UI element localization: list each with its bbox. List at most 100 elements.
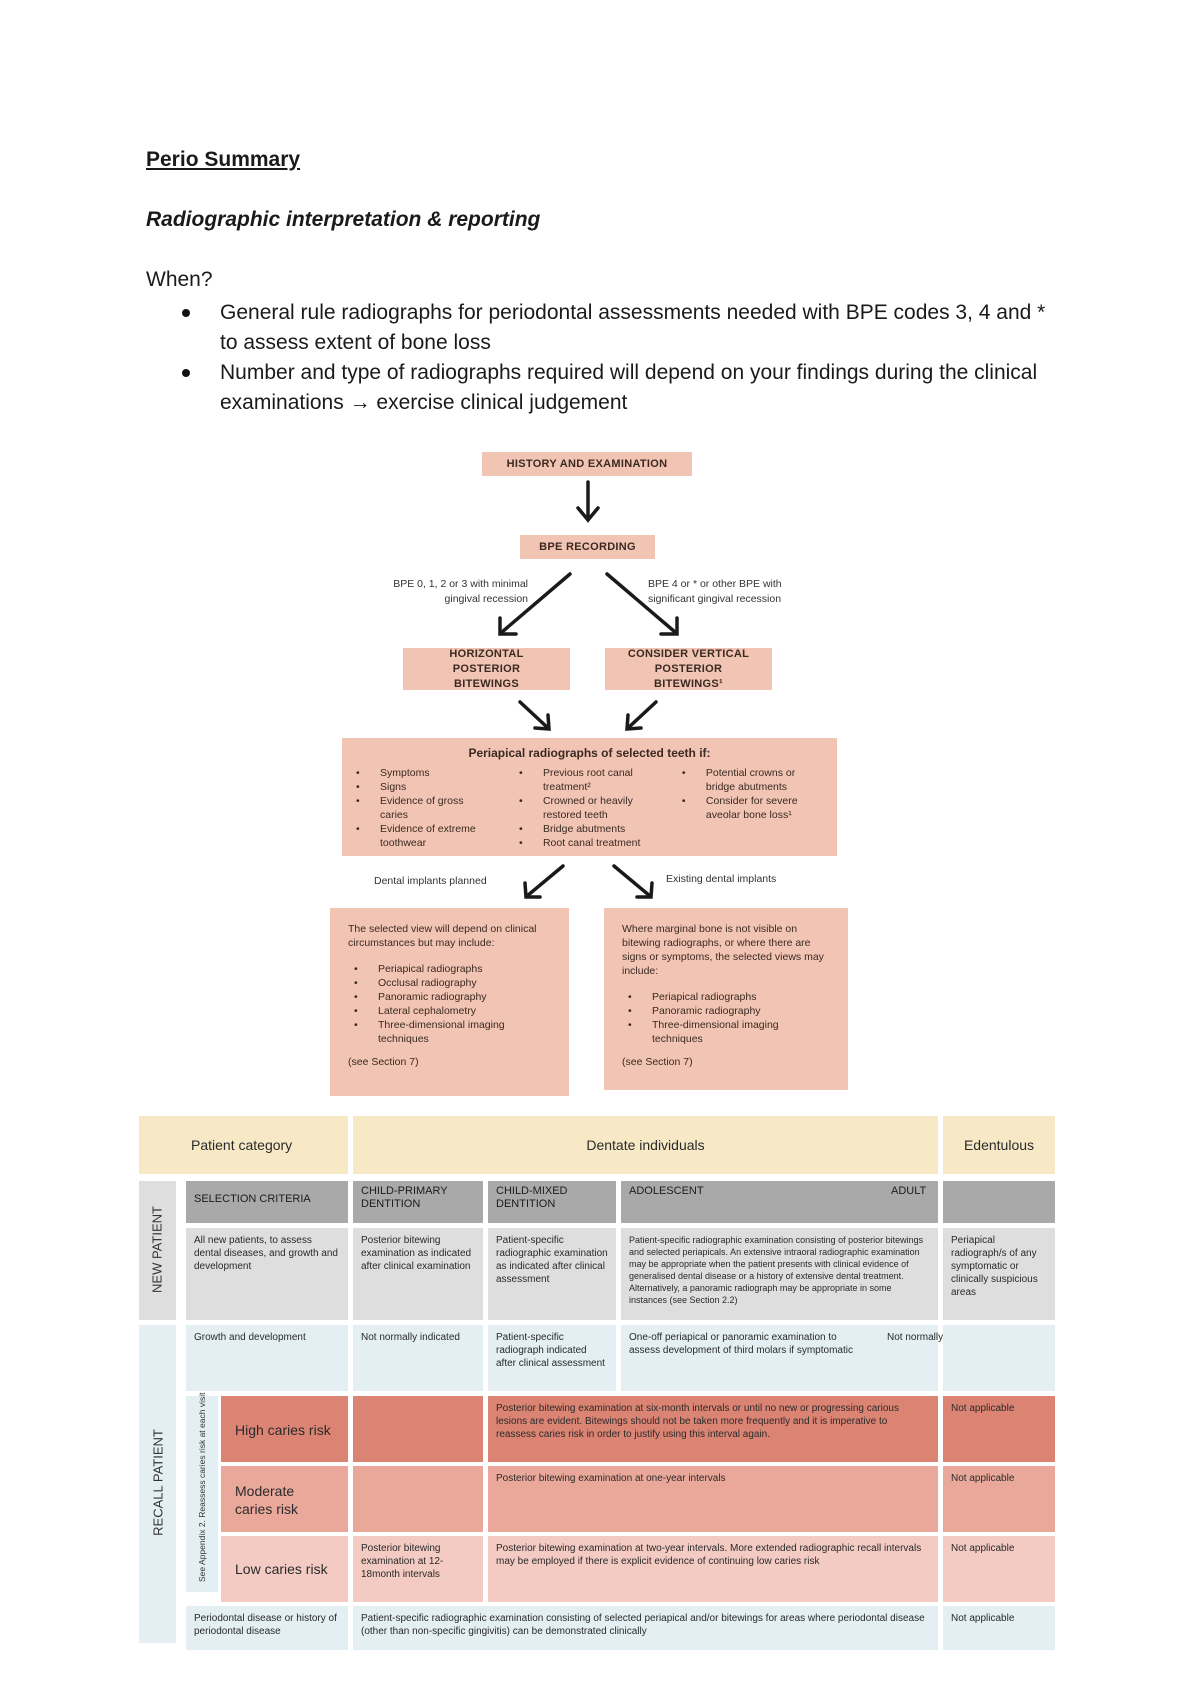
left-branch-label: BPE 0, 1, 2 or 3 with minimal gingival r…	[393, 578, 528, 605]
perio-text-cell: Patient-specific radiographic examinatio…	[353, 1606, 938, 1650]
arrow-left	[500, 572, 572, 634]
adolescent-header: ADOLESCENT	[629, 1185, 704, 1197]
growth-edentulous-cell	[943, 1325, 1055, 1391]
existing-intro: Where marginal bone is not visible on bi…	[622, 923, 824, 977]
growth-adol-adult-cell: One-off periapical or panoramic examinat…	[621, 1325, 986, 1391]
vertical-bitewings-box: CONSIDER VERTICAL POSTERIOR BITEWINGS¹	[605, 648, 772, 690]
list-item: Evidence of extreme toothwear	[350, 822, 490, 850]
periapical-list-2: Previous root canal treatment² Crowned o…	[513, 766, 676, 850]
periapical-title: Periapical radiographs of selected teeth…	[468, 746, 711, 760]
child-mixed-header: CHILD-MIXED DENTITION	[488, 1181, 616, 1223]
existing-list: Periapical radiographs Panoramic radiogr…	[622, 990, 830, 1046]
high-risk-label: High caries risk	[221, 1396, 348, 1462]
new-primary-cell: Posterior bitewing examination as indica…	[353, 1228, 483, 1320]
periapical-list-1: Symptoms Signs Evidence of gross caries …	[350, 766, 513, 850]
selection-criteria-header: SELECTION CRITERIA	[186, 1181, 348, 1223]
moderate-edentulous-cell: Not applicable	[943, 1466, 1055, 1532]
arrow-head	[659, 616, 679, 636]
edentulous-subheader	[943, 1181, 1055, 1223]
reassess-strip	[186, 1396, 218, 1592]
horizontal-bitewings-box: HORIZONTAL POSTERIOR BITEWINGS	[403, 648, 570, 690]
moderate-text-cell: Posterior bitewing examination at one-ye…	[488, 1466, 938, 1532]
list-item: Evidence of gross caries	[350, 794, 490, 822]
arrow-right	[605, 572, 677, 634]
periapical-list-3: Potential crowns or bridge abutments Con…	[676, 766, 829, 850]
implants-existing-label: Existing dental implants	[666, 873, 777, 885]
low-risk-label: Low caries risk	[221, 1536, 348, 1602]
growth-primary-cell: Not normally indicated	[353, 1325, 483, 1391]
history-box: HISTORY AND EXAMINATION	[482, 452, 692, 476]
perio-edentulous-cell: Not applicable	[943, 1606, 1055, 1650]
right-branch-label: BPE 4 or * or other BPE with significant…	[648, 578, 782, 605]
existing-box: Where marginal bone is not visible on bi…	[604, 908, 848, 1090]
adult-header: ADULT	[891, 1185, 927, 1197]
when-heading: When?	[146, 268, 213, 291]
list-item: Lateral cephalometry	[348, 1004, 551, 1018]
patient-category-header: Patient category	[191, 1137, 293, 1153]
arrow-implants-left	[525, 864, 565, 898]
arrow-head	[523, 881, 542, 899]
new-patient-side	[139, 1181, 176, 1320]
list-item: Crowned or heavily restored teeth	[513, 794, 653, 822]
growth-label-cell: Growth and development	[186, 1325, 348, 1391]
bullet-dot	[182, 309, 190, 317]
child-primary-header: CHILD-PRIMARY DENTITION	[353, 1181, 483, 1223]
table-header: Patient category	[139, 1116, 348, 1174]
periapical-box: Periapical radiographs of selected teeth…	[342, 738, 837, 856]
list-item: Three-dimensional imaging techniques	[622, 1018, 830, 1046]
bullet-text: General rule radiographs for periodontal…	[220, 301, 1046, 354]
edentulous-header: Edentulous	[943, 1116, 1055, 1174]
planned-box: The selected view will depend on clinica…	[330, 908, 569, 1096]
moderate-primary-cell	[353, 1466, 483, 1532]
recall-patient-side	[139, 1325, 176, 1643]
arrow-head	[625, 713, 643, 731]
arrow-merge-left	[518, 700, 550, 730]
planned-list: Periapical radiographs Occlusal radiogra…	[348, 962, 551, 1046]
existing-ref: (see Section 7)	[622, 1056, 693, 1068]
list-item: Signs	[350, 780, 513, 794]
new-patient-label: NEW PATIENT	[149, 1206, 165, 1293]
growth-mixed-cell: Patient-specific radiograph indicated af…	[488, 1325, 616, 1391]
arrow-head	[576, 506, 600, 523]
arrow-merge-right	[626, 700, 658, 730]
list-item: Panoramic radiography	[348, 990, 551, 1004]
list-item: Symptoms	[350, 766, 513, 780]
list-item: Previous root canal treatment²	[513, 766, 653, 794]
new-edentulous-cell: Periapical radiograph/s of any symptomat…	[943, 1228, 1055, 1320]
arrow-head	[635, 881, 654, 899]
arrow-implants-right	[612, 864, 652, 898]
arrow-head	[533, 713, 551, 731]
low-primary-cell: Posterior bitewing examination at 12-18m…	[353, 1536, 483, 1602]
list-item: Periapical radiographs	[622, 990, 830, 1004]
planned-intro: The selected view will depend on clinica…	[348, 923, 537, 949]
high-edentulous-cell: Not applicable	[943, 1396, 1055, 1462]
list-item: Bridge abutments	[513, 822, 676, 836]
bullet-text: Number and type of radiographs required …	[220, 361, 1038, 414]
list-item: Three-dimensional imaging techniques	[348, 1018, 551, 1046]
perio-label-cell: Periodontal disease or history of period…	[186, 1606, 348, 1650]
low-text-cell: Posterior bitewing examination at two-ye…	[488, 1536, 938, 1602]
bpe-box: BPE RECORDING	[520, 535, 655, 559]
planned-ref: (see Section 7)	[348, 1056, 419, 1068]
high-text-cell: Posterior bitewing examination at six-mo…	[488, 1396, 938, 1462]
arrow-head	[498, 616, 518, 636]
list-item: Consider for severe aveolar bone loss¹	[676, 794, 826, 822]
new-adol-adult-cell: Patient-specific radiographic examinatio…	[621, 1228, 938, 1320]
list-item: Potential crowns or bridge abutments	[676, 766, 826, 794]
section-subtitle: Radiographic interpretation & reporting	[146, 208, 541, 231]
page-title: Perio Summary	[146, 148, 301, 171]
recall-patient-label: RECALL PATIENT	[150, 1429, 166, 1536]
list-item: Occlusal radiography	[348, 976, 551, 990]
growth-adult: Not normally indicated	[887, 1332, 986, 1343]
list-item: Root canal treatment	[513, 836, 676, 850]
reassess-note: See Appendix 2. Reassess caries risk at …	[197, 1392, 207, 1582]
growth-adolescent: One-off periapical or panoramic examinat…	[629, 1332, 853, 1356]
bullet-dot	[182, 369, 190, 377]
high-primary-cell	[353, 1396, 483, 1462]
list-item: Panoramic radiography	[622, 1004, 830, 1018]
list-item: Periapical radiographs	[348, 962, 551, 976]
implants-planned-label: Dental implants planned	[374, 875, 487, 887]
moderate-risk-label: Moderate caries risk	[221, 1466, 348, 1532]
adolescent-adult-header: ADOLESCENT ADULT	[621, 1181, 938, 1223]
